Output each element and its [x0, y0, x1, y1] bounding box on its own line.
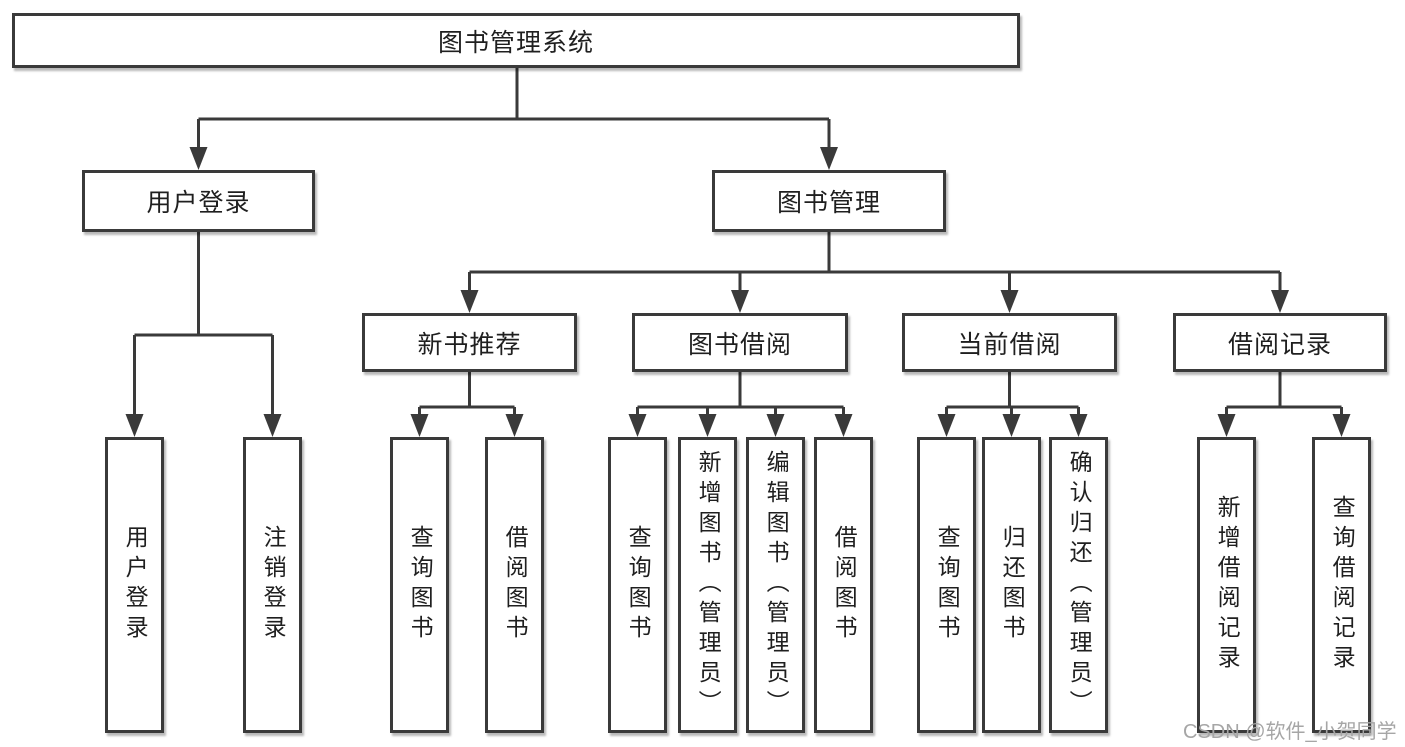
leaf-borrow-add-books-admin: 新增图书（管理员） — [678, 437, 737, 733]
node-label: 借阅图书 — [831, 525, 858, 645]
arrowhead-icon — [189, 147, 208, 170]
connector-records-to-leaves — [1225, 372, 1343, 417]
arrowhead-icon — [1002, 414, 1021, 437]
node-label: 查询图书 — [407, 525, 434, 645]
node-label: 查询图书 — [934, 525, 961, 645]
arrowhead-icon — [460, 290, 479, 313]
arrowhead-icon — [628, 414, 647, 437]
arrowhead-icon — [937, 414, 956, 437]
node-book-management: 图书管理 — [712, 170, 946, 232]
connector-current-to-leaves — [945, 372, 1080, 417]
node-label: 借阅图书 — [502, 525, 529, 645]
leaf-borrow-edit-books-admin: 编辑图书（管理员） — [746, 437, 805, 733]
arrowhead-icon — [1217, 414, 1236, 437]
node-book-borrow: 图书借阅 — [632, 313, 848, 372]
node-borrow-records: 借阅记录 — [1173, 313, 1387, 372]
connector-root-to-level2 — [197, 68, 831, 150]
node-label: 新增图书（管理员） — [695, 450, 722, 720]
node-label: 图书借阅 — [687, 330, 792, 359]
node-label: 归还图书 — [999, 525, 1026, 645]
arrowhead-icon — [263, 414, 282, 437]
connector-recommend-to-leaves — [418, 372, 516, 417]
arrowhead-icon — [125, 414, 144, 437]
arrowhead-icon — [834, 414, 853, 437]
node-label: 注销登录 — [260, 525, 287, 645]
node-label: 用户登录 — [122, 525, 149, 645]
node-label: 图书管理系统 — [437, 28, 594, 57]
node-label: 编辑图书（管理员） — [763, 450, 790, 720]
leaf-current-confirm-return-admin: 确认归还（管理员） — [1049, 437, 1108, 733]
node-user-login: 用户登录 — [82, 170, 315, 232]
node-label: 新增借阅记录 — [1214, 495, 1241, 675]
connector-bookmgmt-to-level3 — [468, 232, 1282, 293]
arrowhead-icon — [1069, 414, 1088, 437]
node-current-borrow: 当前借阅 — [902, 313, 1117, 372]
arrowhead-icon — [766, 414, 785, 437]
arrowhead-icon — [698, 414, 717, 437]
arrowhead-icon — [731, 290, 749, 313]
node-root-library-system: 图书管理系统 — [12, 13, 1020, 68]
leaf-user-login: 用户登录 — [105, 437, 164, 733]
node-label: 新书推荐 — [417, 330, 522, 359]
connector-borrow-to-leaves — [636, 372, 845, 417]
leaf-borrow-borrow-books: 借阅图书 — [814, 437, 873, 733]
node-label: 用户登录 — [146, 189, 251, 217]
leaf-logout: 注销登录 — [243, 437, 302, 733]
node-new-book-recommend: 新书推荐 — [362, 313, 577, 372]
leaf-records-add-record: 新增借阅记录 — [1197, 437, 1256, 733]
leaf-current-return-books: 归还图书 — [982, 437, 1041, 733]
node-label: 查询图书 — [625, 525, 652, 645]
leaf-recommend-query-books: 查询图书 — [390, 437, 449, 733]
arrowhead-icon — [1271, 290, 1289, 313]
arrowhead-icon — [1332, 414, 1351, 437]
node-label: 当前借阅 — [957, 330, 1062, 359]
leaf-current-query-books: 查询图书 — [917, 437, 976, 733]
node-label: 确认归还（管理员） — [1066, 450, 1093, 720]
arrowhead-icon — [410, 414, 429, 437]
leaf-borrow-query-books: 查询图书 — [608, 437, 667, 733]
connector-userlogin-to-leaves — [133, 232, 274, 417]
node-label: 图书管理 — [776, 189, 881, 217]
leaf-records-query-record: 查询借阅记录 — [1312, 437, 1371, 733]
arrowhead-icon — [505, 414, 524, 437]
leaf-recommend-borrow-books: 借阅图书 — [485, 437, 544, 733]
arrowhead-icon — [820, 147, 838, 170]
node-label: 借阅记录 — [1227, 330, 1332, 359]
arrowhead-icon — [1000, 290, 1019, 313]
node-label: 查询借阅记录 — [1329, 495, 1356, 675]
csdn-watermark: CSDN @软件_小贺同学 — [1183, 721, 1397, 743]
